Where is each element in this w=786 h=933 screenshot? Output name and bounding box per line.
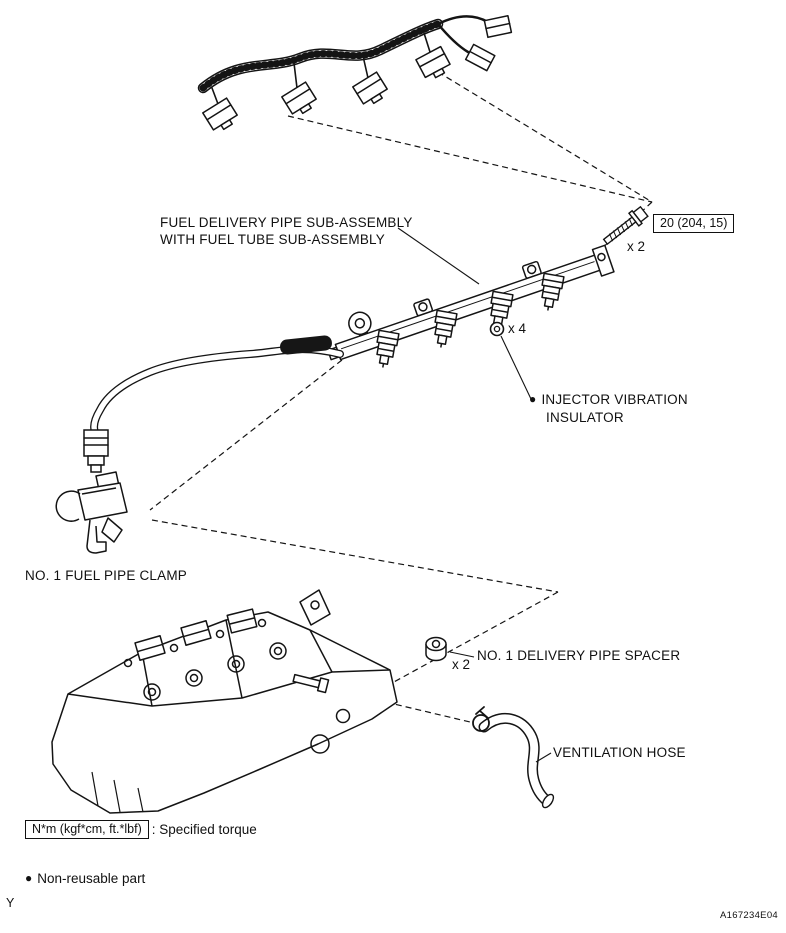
fuel-delivery-pipe-label: FUEL DELIVERY PIPE SUB-ASSEMBLY WITH FUE… xyxy=(160,214,413,248)
torque-legend: N*m (kgf*cm, ft.*lbf) : Specified torque xyxy=(25,820,257,839)
quick-connector-icon xyxy=(83,429,109,473)
injector-insulator-label: ●INJECTOR VIBRATION INSULATOR xyxy=(529,391,688,426)
torque-spec-box: 20 (204, 15) xyxy=(653,214,735,233)
mount-bolt-drawing xyxy=(602,205,649,246)
torque-legend-box: N*m (kgf*cm, ft.*lbf) xyxy=(25,820,149,839)
harness-connector-icon xyxy=(415,45,451,79)
leader-lines xyxy=(397,227,552,763)
pipe-clamp-drawing xyxy=(55,471,128,554)
fuel-delivery-pipe-label-line2: WITH FUEL TUBE SUB-ASSEMBLY xyxy=(160,232,385,247)
non-reusable-bullet-icon: ● xyxy=(25,870,33,885)
harness-connector-icon xyxy=(483,14,513,39)
injector-insulator-label-line2: INSULATOR xyxy=(546,410,624,425)
non-reusable-legend-text: Non-reusable part xyxy=(37,871,146,886)
spacer-drawing xyxy=(425,636,447,662)
fuel-hose-drawing xyxy=(83,335,344,473)
hose-clamp-icon xyxy=(472,706,490,732)
torque-legend-description: : Specified torque xyxy=(151,822,257,837)
delivery-pipe-spacer-label: NO. 1 DELIVERY PIPE SPACER xyxy=(477,648,681,663)
engine-drawing xyxy=(51,589,398,814)
fuel-injector-icon xyxy=(376,329,400,368)
fuel-delivery-pipe-label-line1: FUEL DELIVERY PIPE SUB-ASSEMBLY xyxy=(160,215,413,230)
fuel-injector-icon xyxy=(434,309,458,348)
non-reusable-legend: ● Non-reusable part xyxy=(25,870,146,887)
harness-connector-icon xyxy=(352,71,388,105)
insulator-quantity-label: x 4 xyxy=(508,321,527,336)
rail-mount-stud-icon xyxy=(292,673,330,694)
figure-code: A167234E04 xyxy=(720,910,778,921)
harness-connector-icon xyxy=(202,97,238,131)
fuel-rail-drawing xyxy=(327,244,615,368)
bolt-quantity-label: x 2 xyxy=(627,239,646,254)
fuel-pipe-clamp-label: NO. 1 FUEL PIPE CLAMP xyxy=(25,568,187,583)
spacer-quantity-label: x 2 xyxy=(452,657,471,672)
ventilation-hose-label: VENTILATION HOSE xyxy=(553,745,686,760)
harness-connector-icon xyxy=(464,43,496,72)
ventilation-hose-drawing xyxy=(472,706,555,809)
fuel-injector-icon xyxy=(541,272,565,311)
page-marker: Y xyxy=(6,896,15,910)
insulator-drawing xyxy=(489,321,505,337)
hose-protector-sleeve-icon xyxy=(280,335,332,355)
injector-insulator-label-line1: ●INJECTOR VIBRATION xyxy=(529,392,688,407)
wire-harness-drawing xyxy=(197,14,513,131)
harness-connector-icon xyxy=(281,81,317,115)
non-reusable-bullet-icon: ● xyxy=(529,392,537,406)
assembly-alignment-lines xyxy=(149,71,653,723)
